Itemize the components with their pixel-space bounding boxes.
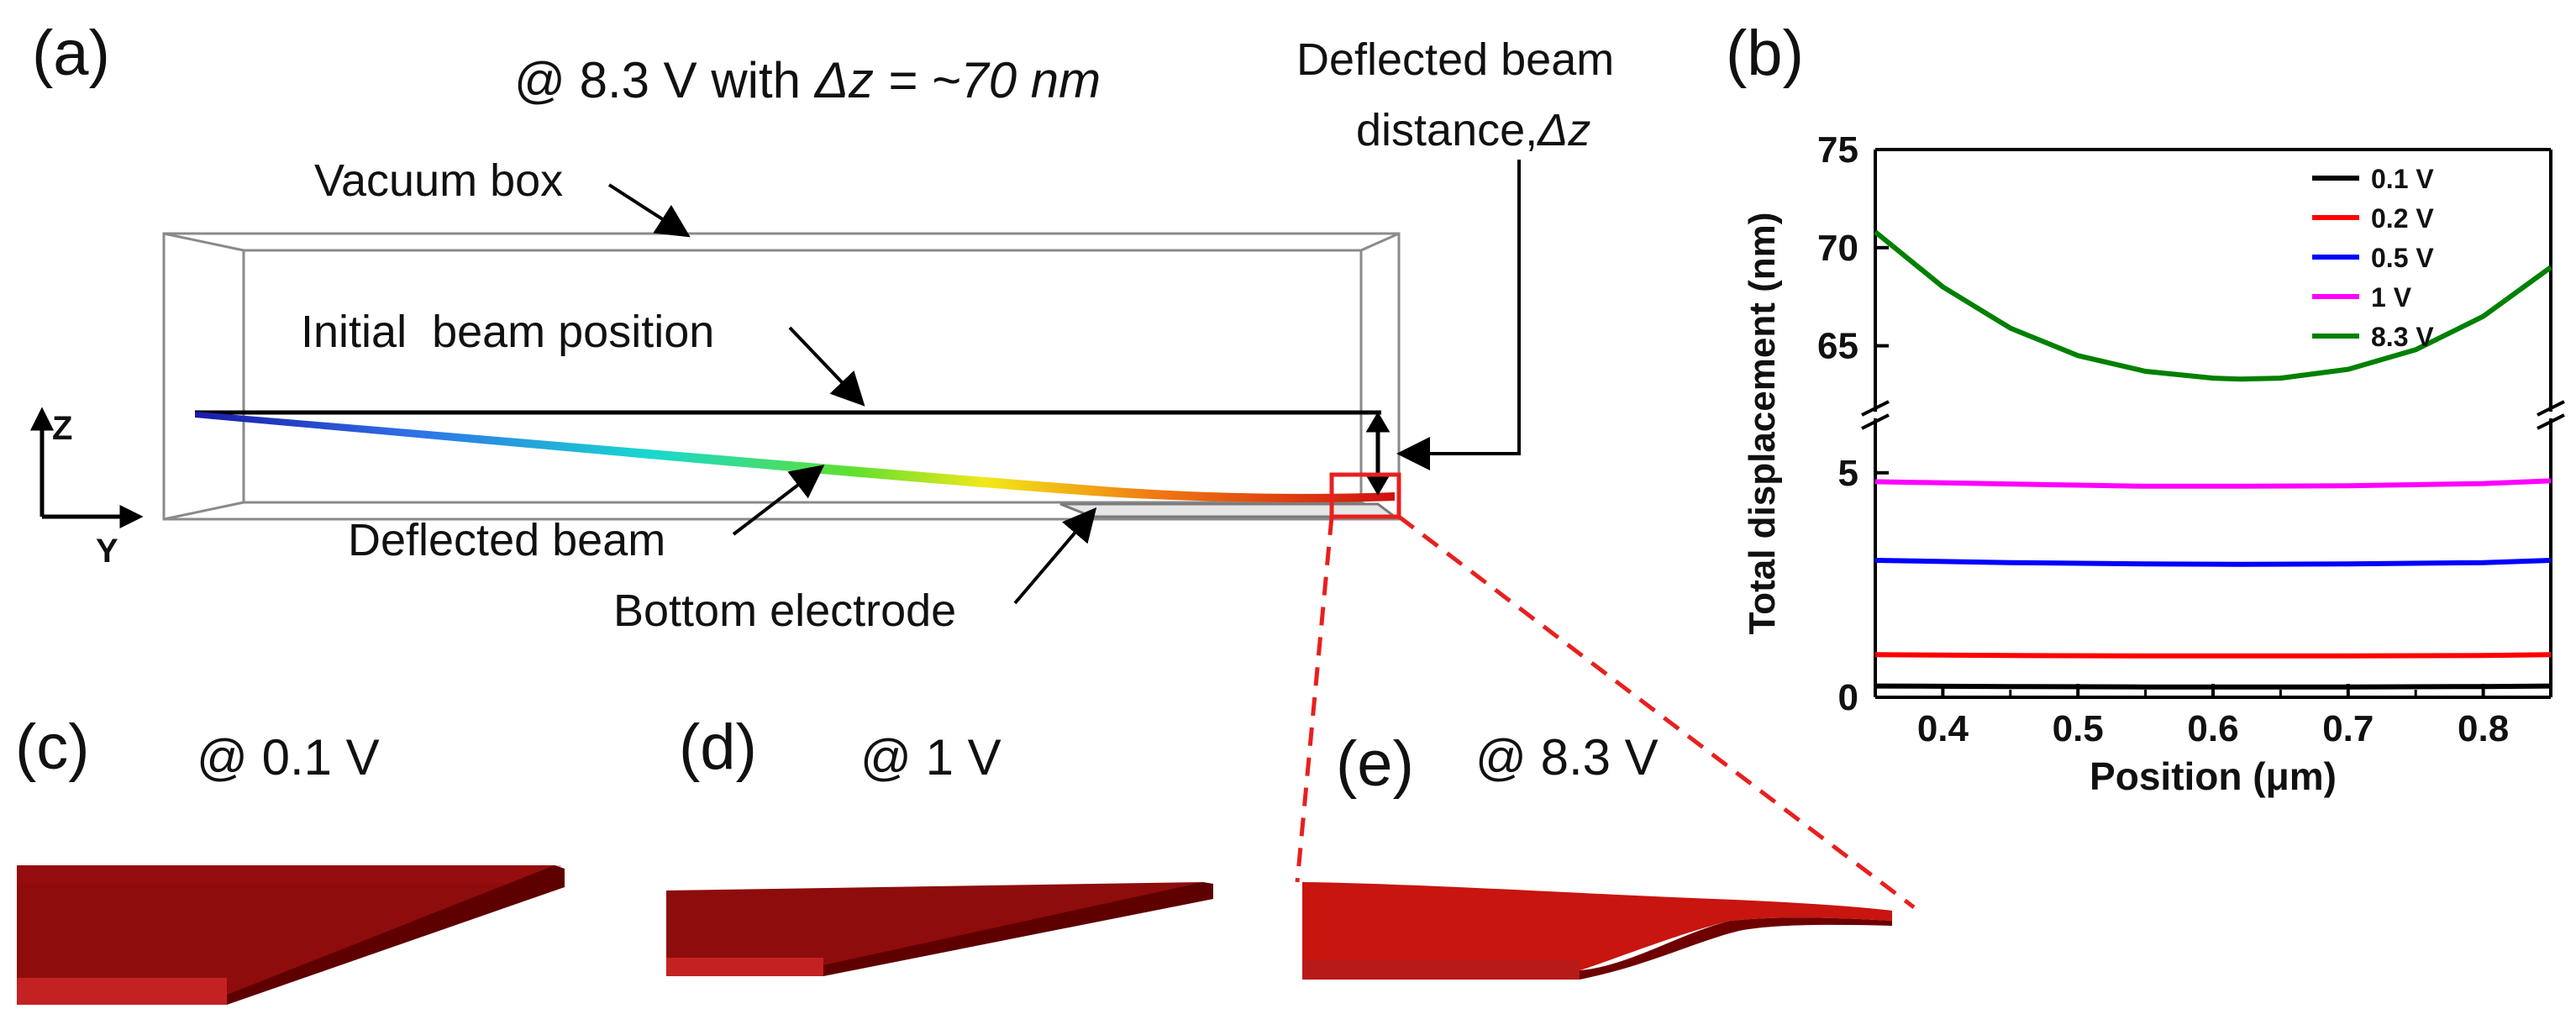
y-break-right-2 — [2537, 413, 2565, 430]
deflected-distance-line2: distance,Δz — [1356, 108, 1590, 153]
legend-label-0: 0.1 V — [2371, 164, 2434, 194]
y-tick-label-upper-0: 65 — [1817, 326, 1858, 367]
legend-label-2: 0.5 V — [2371, 243, 2434, 273]
beam-3d-d — [666, 882, 1213, 976]
zoom-box — [1329, 472, 1401, 519]
coordinate-axes — [29, 407, 144, 529]
zoom-lines — [1295, 515, 1916, 909]
x-tick-label-3: 0.7 — [2322, 708, 2374, 749]
beam-3d-e — [1302, 882, 1892, 980]
x-tick-label-4: 0.8 — [2458, 708, 2509, 749]
series-line-2 — [1874, 558, 2552, 567]
legend-label-4: 8.3 V — [2371, 322, 2434, 352]
callout-arrows — [607, 160, 1521, 605]
series-line-1 — [1874, 652, 2552, 659]
series-line-4 — [1874, 229, 2552, 382]
x-axis-label: Position (μm) — [2090, 754, 2337, 798]
panel-c-label: (c) — [15, 712, 90, 783]
x-tick-label-0: 0.4 — [1917, 708, 1969, 749]
y-tick-label-lower-0: 0 — [1838, 677, 1858, 718]
bottom-electrode-label: Bottom electrode — [613, 586, 957, 636]
panel-a-title: @ 8.3 V with Δz = ~70 nm — [514, 55, 1101, 106]
panel-d-label: (d) — [679, 712, 757, 783]
y-tick-label-upper-1: 70 — [1817, 228, 1858, 269]
initial-beam-label: Initial beam position — [301, 307, 715, 357]
y-axis-label: Total displacement (nm) — [1742, 213, 1783, 635]
panel-e-label: (e) — [1336, 728, 1414, 800]
axis-z-label: Z — [52, 410, 73, 447]
y-tick-label-lower-1: 5 — [1838, 453, 1858, 494]
axis-y-label: Y — [96, 533, 118, 570]
vacuum-box — [162, 232, 1401, 521]
series-line-0 — [1874, 683, 2552, 690]
deflected-beam-label: Deflected beam — [348, 515, 666, 565]
y-break-left-2 — [1861, 413, 1890, 430]
panel-c-caption: @ 0.1 V — [197, 729, 380, 785]
beam-3d-c — [17, 865, 565, 1005]
panel-a-title-prefix: @ 8.3 V with — [514, 52, 815, 108]
y-tick-label-upper-2: 75 — [1817, 129, 1858, 171]
x-tick-label-1: 0.5 — [2053, 708, 2104, 749]
delta-z-arrow — [1365, 412, 1391, 496]
panel-a-title-italic: Δz = ~70 nm — [814, 52, 1101, 108]
deflected-distance-text: distance, — [1356, 105, 1538, 155]
legend-label-1: 0.2 V — [2371, 203, 2434, 234]
series-line-3 — [1874, 478, 2552, 489]
vacuum-box-label: Vacuum box — [314, 155, 564, 206]
legend-label-3: 1 V — [2371, 282, 2412, 313]
panel-e-caption: @ 8.3 V — [1475, 729, 1659, 785]
panel-a-label: (a) — [32, 18, 110, 89]
panel-b-label: (b) — [1726, 18, 1804, 89]
panel-d-caption: @ 1 V — [860, 729, 1001, 785]
deflected-distance-line1: Deflected beam — [1296, 34, 1615, 85]
y-break-right-1 — [2537, 400, 2565, 417]
y-break-left-1 — [1861, 400, 1890, 417]
deflected-distance-symbol: Δz — [1538, 105, 1591, 155]
x-tick-label-2: 0.6 — [2187, 708, 2238, 749]
